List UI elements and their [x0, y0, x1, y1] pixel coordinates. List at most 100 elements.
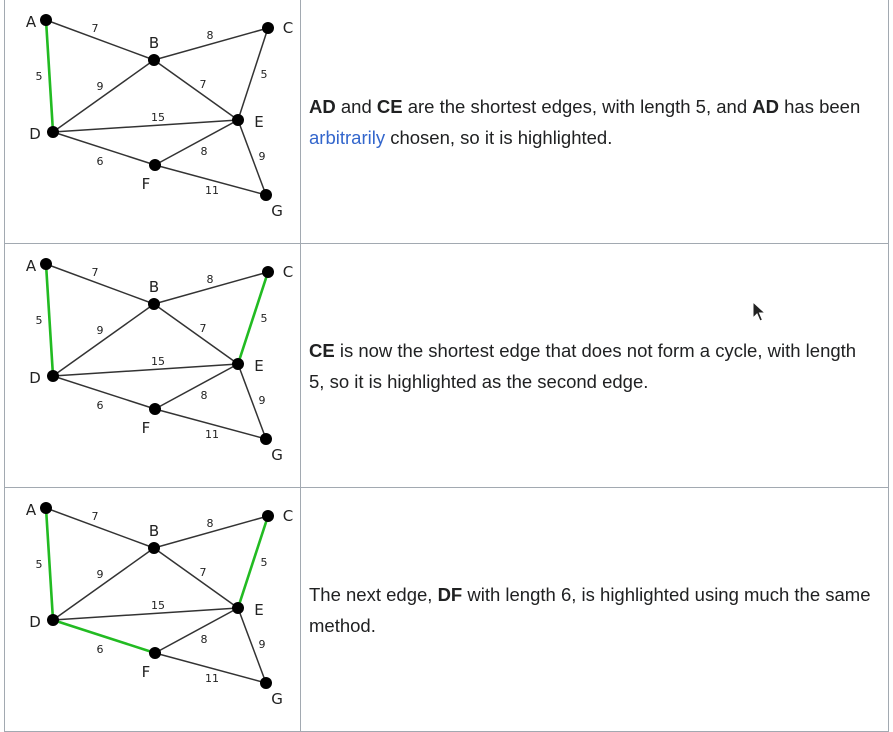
edge-weight-label: 8 — [207, 273, 214, 286]
edge-bc — [153, 271, 269, 305]
edge-weight-label: 11 — [205, 672, 219, 685]
vertex-label: G — [271, 446, 283, 464]
edge-bd — [52, 303, 155, 377]
caption-text: chosen, so it is highlighted. — [385, 126, 613, 148]
edge-df-highlighted — [52, 618, 156, 655]
edge-name: AD — [309, 95, 336, 117]
edge-weight-label: 7 — [92, 266, 99, 279]
vertex-label: F — [142, 663, 151, 681]
vertex-d — [47, 614, 59, 626]
vertex-g — [260, 677, 272, 689]
vertex-g — [260, 189, 272, 201]
edge-de — [52, 363, 239, 377]
vertex-c — [262, 510, 274, 522]
vertex-label: E — [254, 113, 263, 131]
vertex-f — [149, 403, 161, 415]
edge-eg — [237, 607, 267, 684]
vertex-label: C — [283, 263, 293, 281]
vertex-f — [149, 647, 161, 659]
edge-fg — [154, 408, 267, 440]
edge-name: CE — [376, 95, 403, 117]
vertex-e — [232, 114, 244, 126]
edge-ab — [45, 507, 155, 549]
step-caption-cell: CE is now the shortest edge that does no… — [300, 243, 889, 488]
edge-weight-label: 11 — [205, 428, 219, 441]
vertex-label: F — [142, 419, 151, 437]
vertex-e — [232, 602, 244, 614]
edge-df — [52, 131, 156, 166]
vertex-label: A — [26, 501, 37, 519]
vertex-a — [40, 258, 52, 270]
vertex-b — [148, 54, 160, 66]
caption-text: is now the shortest edge that does not f… — [309, 339, 857, 392]
edge-weight-label: 6 — [97, 155, 104, 168]
edge-fg — [154, 164, 267, 196]
vertex-g — [260, 433, 272, 445]
edge-weight-label: 9 — [259, 150, 266, 163]
edge-de — [52, 607, 239, 621]
edge-weight-label: 7 — [200, 78, 207, 91]
vertex-c — [262, 22, 274, 34]
edge-ef — [154, 607, 239, 654]
edge-ce-highlighted — [236, 515, 270, 609]
vertex-a — [40, 502, 52, 514]
arbitrarily-link[interactable]: arbitrarily — [309, 126, 386, 148]
edge-be — [153, 59, 239, 121]
mouse-pointer-icon — [752, 301, 766, 322]
vertex-f — [149, 159, 161, 171]
step-caption-cell: The next edge, DF with length 6, is high… — [300, 487, 889, 732]
caption-text: are the shortest edges, with length 5, a… — [402, 95, 753, 117]
edge-bd — [52, 547, 155, 621]
vertex-label: C — [283, 507, 293, 525]
vertex-a — [40, 14, 52, 26]
edge-weight-label: 5 — [261, 312, 268, 325]
edge-ce-highlighted — [236, 271, 270, 365]
edge-be — [153, 547, 239, 609]
edge-weight-label: 6 — [97, 643, 104, 656]
edge-weight-label: 5 — [36, 314, 43, 327]
edge-bc — [153, 515, 269, 549]
vertex-label: E — [254, 601, 263, 619]
caption-text: and — [335, 95, 377, 117]
edge-weight-label: 9 — [97, 568, 104, 581]
edge-ad-highlighted — [44, 263, 55, 377]
edge-df — [52, 375, 156, 410]
step-caption-cell: AD and CE are the shortest edges, with l… — [300, 0, 889, 244]
edge-bd — [52, 59, 155, 133]
edge-weight-label: 8 — [201, 389, 208, 402]
edge-ce — [237, 27, 269, 121]
edge-weight-label: 5 — [36, 70, 43, 83]
edge-weight-label: 6 — [97, 399, 104, 412]
edge-ab — [45, 19, 155, 61]
edge-bc — [153, 27, 269, 61]
edge-weight-label: 9 — [259, 394, 266, 407]
edge-weight-label: 8 — [207, 517, 214, 530]
vertex-d — [47, 126, 59, 138]
step-caption: CE is now the shortest edge that does no… — [309, 335, 888, 397]
edge-weight-label: 8 — [201, 145, 208, 158]
edge-weight-label: 9 — [97, 324, 104, 337]
edge-eg — [237, 363, 267, 440]
vertex-b — [148, 298, 160, 310]
edge-weight-label: 5 — [36, 558, 43, 571]
edge-ad-highlighted — [44, 507, 55, 621]
vertex-label: B — [149, 522, 159, 540]
edge-name: CE — [309, 339, 335, 361]
vertex-label: E — [254, 357, 263, 375]
edge-weight-label: 7 — [200, 322, 207, 335]
vertex-label: D — [29, 613, 41, 631]
vertex-b — [148, 542, 160, 554]
edge-de — [52, 119, 239, 133]
vertex-label: A — [26, 13, 37, 31]
vertex-e — [232, 358, 244, 370]
edge-ab — [45, 263, 155, 305]
